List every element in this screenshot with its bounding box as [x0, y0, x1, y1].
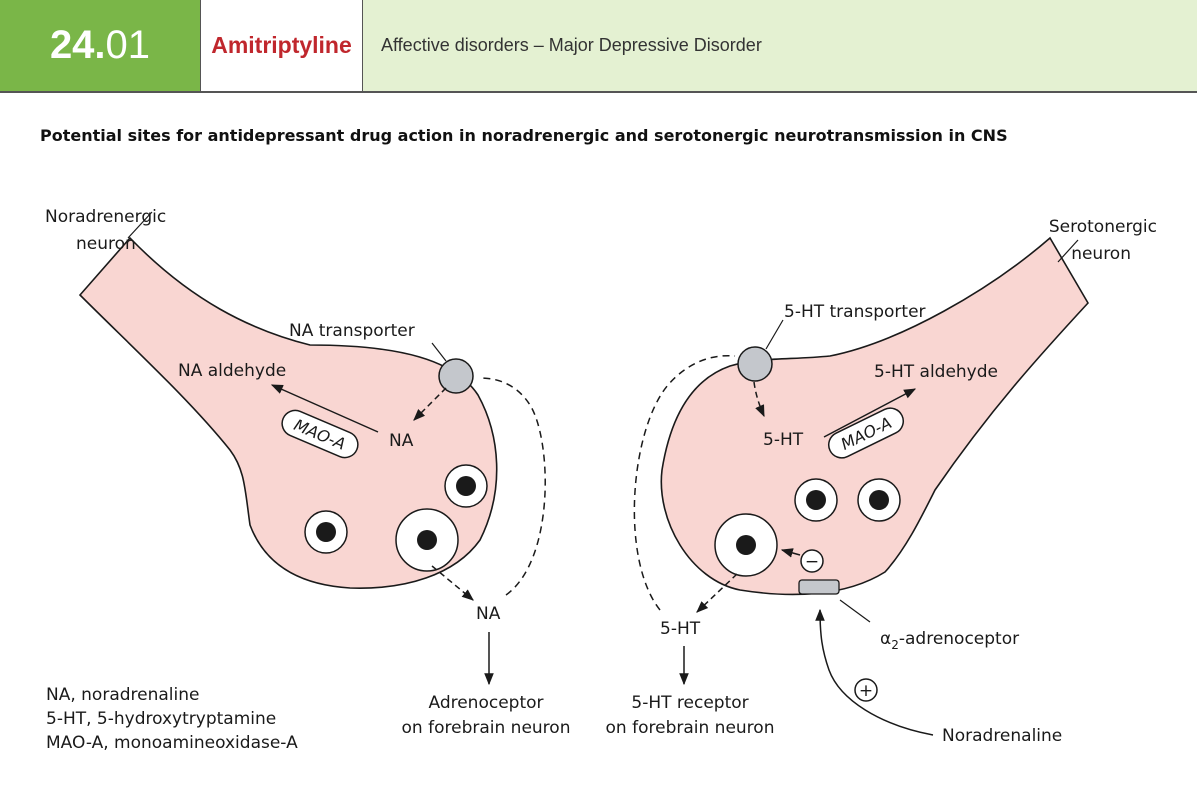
- 5ht-reuptake-arrow: [753, 381, 765, 418]
- noradrenergic-neuron-label-2: neuron: [76, 234, 136, 254]
- na-intracellular-label: NA: [389, 431, 414, 451]
- alpha2-adrenoceptor: [798, 579, 840, 595]
- na-to-aldehyde-arrow: [270, 384, 379, 433]
- serotonergic-neuron-label-2: neuron: [1071, 244, 1131, 264]
- inhibition-symbol: −: [800, 549, 824, 573]
- neuron-label-leader: [1057, 239, 1079, 263]
- na-transporter-label: NA transporter: [289, 321, 415, 341]
- noradrenaline-label: Noradrenaline: [942, 726, 1062, 746]
- 5ht-aldehyde-label: 5-HT aldehyde: [874, 362, 998, 382]
- section-number-minor: 01: [105, 23, 151, 67]
- drug-category: Affective disorders – Major Depressive D…: [363, 0, 1197, 91]
- section-number: 24.01: [0, 0, 200, 91]
- releasing-vesicle: [714, 513, 778, 577]
- adrenoceptor-label: Adrenoceptor: [428, 693, 543, 713]
- vesicle: [444, 464, 488, 508]
- stimulation-sign: +: [859, 681, 873, 701]
- vesicle: [857, 478, 901, 522]
- header-bar: 24.01 Amitriptyline Affective disorders …: [0, 0, 1197, 93]
- vesicle: [304, 510, 348, 554]
- stimulation-symbol: +: [854, 678, 878, 702]
- 5ht-reuptake-loop: [633, 354, 736, 611]
- 5ht-intracellular-label: 5-HT: [763, 430, 804, 450]
- neuron-label-leader: [127, 211, 153, 239]
- na-transporter-leader: [431, 342, 447, 362]
- diagram-title: Potential sites for antidepressant drug …: [40, 126, 1008, 145]
- 5ht-transporter-leader: [765, 319, 784, 350]
- 5ht-receptor-label-2: on forebrain neuron: [606, 718, 775, 738]
- serotonergic-neuron-label: Serotonergic: [1049, 217, 1157, 237]
- na-aldehyde-label: NA aldehyde: [178, 361, 286, 381]
- na-transporter: [438, 358, 474, 394]
- inhibition-arrow: [780, 548, 801, 558]
- na-synaptic-label: NA: [476, 604, 501, 624]
- inhibition-sign: −: [805, 552, 819, 572]
- noradrenergic-neuron-label: Noradrenergic: [45, 207, 166, 227]
- legend-item: NA, noradrenaline: [46, 685, 199, 705]
- abbreviation-legend: NA, noradrenaline 5-HT, 5-hydroxytryptam…: [46, 685, 298, 753]
- 5ht-release-arrow: [696, 573, 738, 613]
- section-number-major: 24.: [49, 23, 106, 67]
- noradrenaline-stimulation-arrow: [815, 608, 934, 736]
- releasing-vesicle: [395, 508, 459, 572]
- 5ht-transporter-label: 5-HT transporter: [784, 302, 926, 322]
- 5ht-receptor-label: 5-HT receptor: [631, 693, 748, 713]
- alpha2-adrenoceptor-label: α2-adrenoceptor: [880, 629, 1019, 652]
- na-release-arrow: [431, 565, 474, 601]
- legend-item: MAO-A, monoamineoxidase-A: [46, 733, 298, 753]
- na-reuptake-arrow: [413, 387, 447, 421]
- vesicle: [794, 478, 838, 522]
- 5ht-synaptic-label: 5-HT: [660, 619, 701, 639]
- 5ht-transporter: [737, 346, 773, 382]
- adrenoceptor-label-2: on forebrain neuron: [402, 718, 571, 738]
- alpha2-leader: [839, 599, 871, 623]
- header-bottom-rule: [0, 91, 1197, 93]
- legend-item: 5-HT, 5-hydroxytryptamine: [46, 709, 276, 729]
- drug-name: Amitriptyline: [201, 0, 362, 91]
- 5ht-to-aldehyde-arrow: [823, 388, 917, 438]
